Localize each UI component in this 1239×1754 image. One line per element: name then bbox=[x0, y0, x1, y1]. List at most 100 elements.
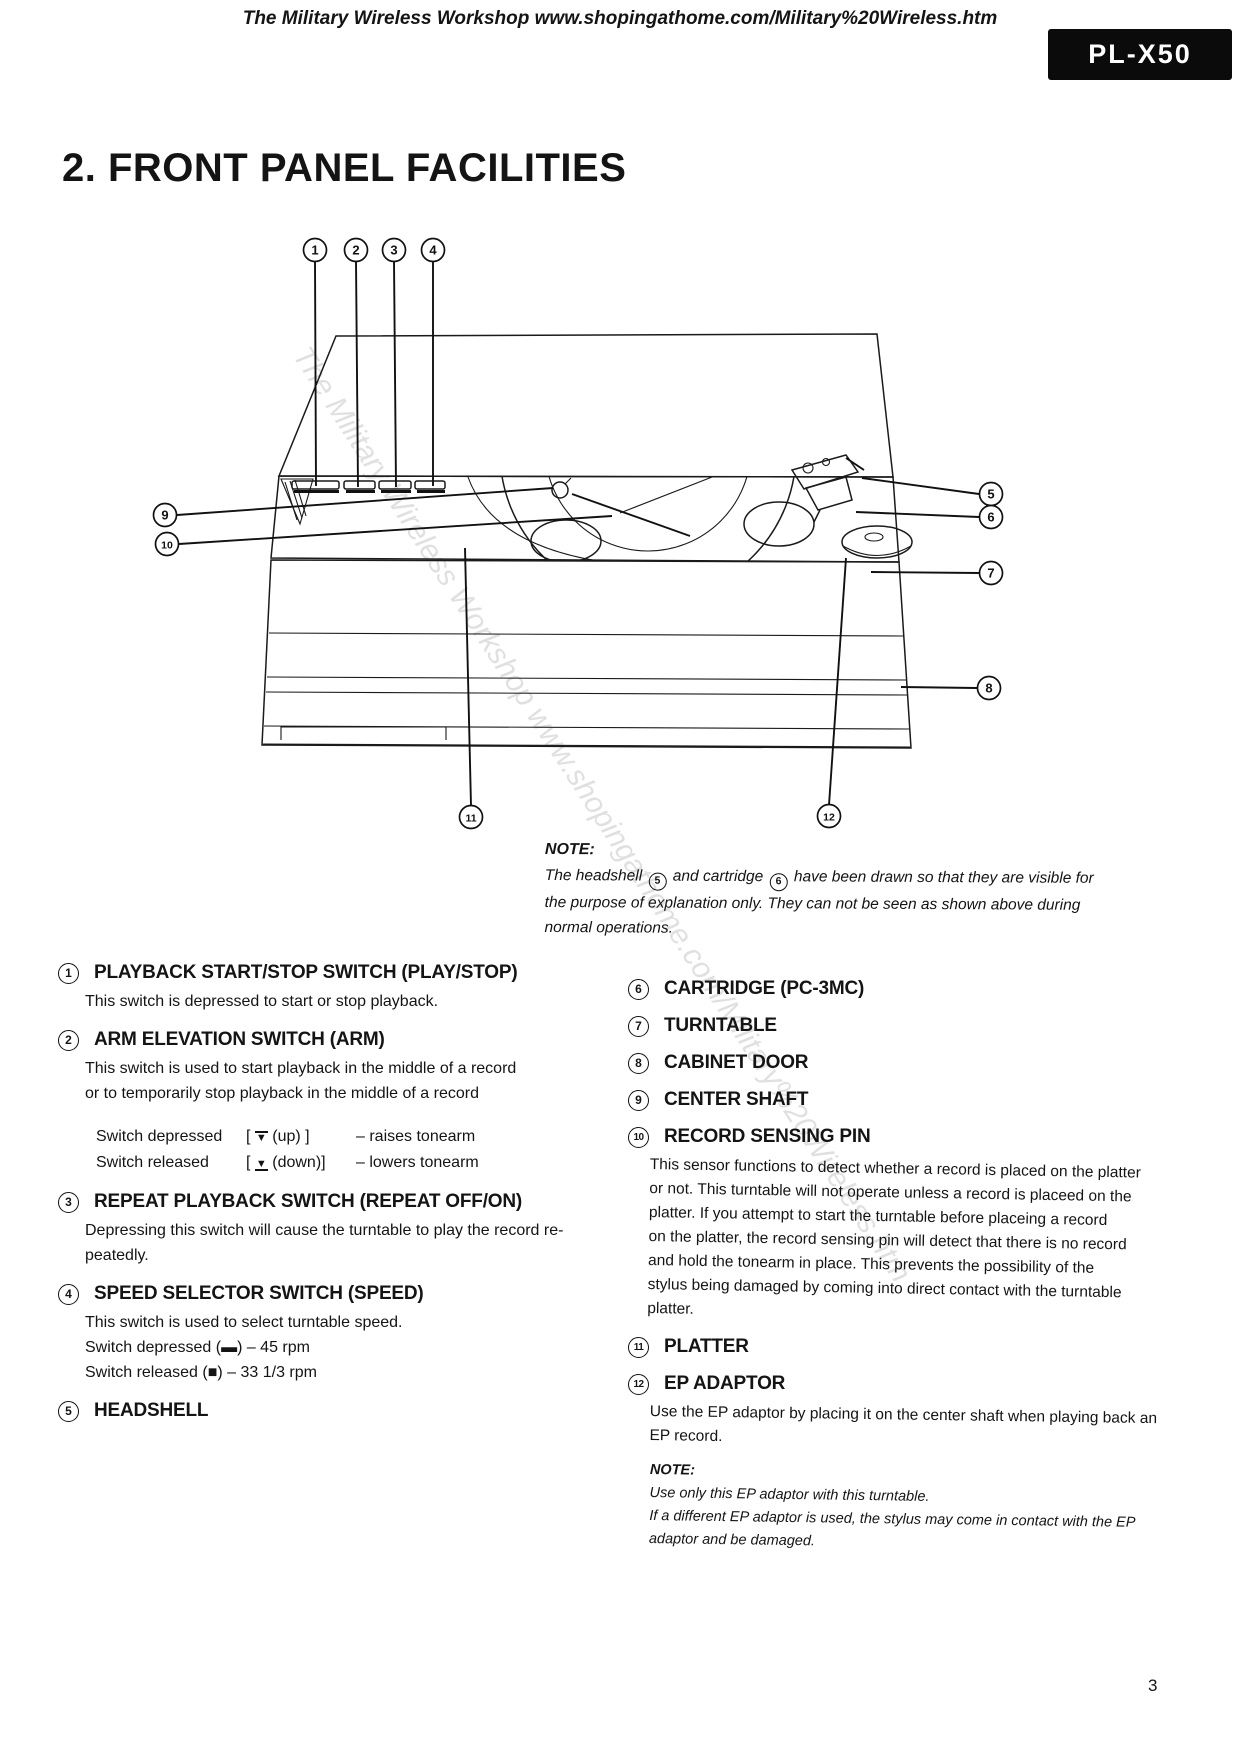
callout-number: 5 bbox=[987, 487, 994, 502]
switch-state: Switch depressed bbox=[96, 1128, 223, 1145]
callout-8: 8 bbox=[976, 675, 1002, 701]
diagram-note: NOTE: The headshell 5 and cartridge 6 ha… bbox=[544, 841, 1185, 943]
callout-number: 10 bbox=[161, 540, 173, 552]
facility-item-2: 2 ARM ELEVATION SWITCH (ARM) This switch i… bbox=[58, 1029, 588, 1176]
cabinet bbox=[261, 559, 912, 749]
headshell bbox=[790, 454, 865, 490]
note-line: the purpose of explanation only. They ca… bbox=[544, 893, 1081, 914]
facility-item-4: 4 SPEED SELECTOR SWITCH (SPEED) This switc… bbox=[58, 1283, 588, 1385]
item-title: TURNTABLE bbox=[664, 1015, 777, 1036]
note-line: normal operations. bbox=[544, 918, 673, 937]
item-heading: 4 SPEED SELECTOR SWITCH (SPEED) bbox=[58, 1283, 588, 1305]
model-badge: PL-X50 bbox=[1048, 29, 1232, 80]
callout-number: 8 bbox=[985, 681, 992, 696]
item-number: 12 bbox=[628, 1373, 649, 1395]
item-number: 10 bbox=[628, 1126, 649, 1148]
callout-number: 2 bbox=[352, 243, 359, 258]
item-title: ARM ELEVATION SWITCH (ARM) bbox=[94, 1029, 385, 1050]
callout-number: 4 bbox=[429, 243, 437, 258]
bracket: [ bbox=[246, 1154, 251, 1171]
body-line: Switch depressed (▬) – 45 rpm bbox=[85, 1339, 310, 1356]
body-line: Switch released (■) – 33 1/3 rpm bbox=[85, 1364, 317, 1381]
callout-10: 10 bbox=[154, 531, 180, 557]
item-title: SPEED SELECTOR SWITCH (SPEED) bbox=[94, 1283, 424, 1304]
facility-item-11: 11 PLATTER bbox=[628, 1336, 1188, 1358]
callout-2: 2 bbox=[343, 237, 369, 263]
item-number: 4 bbox=[58, 1283, 79, 1305]
items-column-left: 1 PLAYBACK START/STOP SWITCH (PLAY/STOP) T… bbox=[58, 962, 588, 1437]
switch-symbol-label: (up) ] bbox=[272, 1128, 310, 1145]
item-heading: 2 ARM ELEVATION SWITCH (ARM) bbox=[58, 1029, 588, 1051]
callout-number: 11 bbox=[465, 813, 476, 825]
item-title: REPEAT PLAYBACK SWITCH (REPEAT OFF/ON) bbox=[94, 1191, 522, 1212]
item-title: PLATTER bbox=[664, 1336, 749, 1357]
center-shaft bbox=[551, 481, 569, 499]
body-line: Depressing this switch will cause the tu… bbox=[85, 1222, 564, 1239]
switch-buttons bbox=[291, 480, 446, 493]
switch-result: – lowers tonearm bbox=[356, 1154, 479, 1171]
item-title: CARTRIDGE (PC-3MC) bbox=[664, 978, 865, 999]
item-note: NOTE:Use only this EP adaptor with this … bbox=[649, 1462, 1188, 1559]
note-line: The headshell 5 and cartridge 6 have bee… bbox=[545, 863, 1185, 893]
switch-position-table: Switch depressed[ ▼ (up) ]– raises tonea… bbox=[96, 1124, 588, 1176]
note-text: and cartridge bbox=[668, 867, 768, 886]
item-title: CABINET DOOR bbox=[664, 1052, 809, 1073]
switch-symbol: [ ▼ (down)] bbox=[246, 1150, 356, 1176]
item-title: HEADSHELL bbox=[94, 1400, 209, 1421]
callout-1: 1 bbox=[302, 237, 328, 263]
body-line: or to temporarily stop playback in the m… bbox=[85, 1085, 479, 1102]
callout-leaders bbox=[176, 260, 980, 807]
switch-row: Switch released[ ▼ (down)]– lowers tonea… bbox=[96, 1150, 588, 1176]
callout-6: 6 bbox=[978, 504, 1004, 530]
note-text: The headshell bbox=[544, 866, 647, 885]
item-body: This sensor functions to detect whether … bbox=[647, 1153, 1188, 1330]
callout-4: 4 bbox=[420, 237, 446, 263]
item-heading: 11 PLATTER bbox=[628, 1336, 1188, 1358]
callout-5: 5 bbox=[978, 481, 1004, 507]
record-sensing-pin bbox=[619, 476, 731, 514]
item-body: This switch is depressed to start or sto… bbox=[85, 989, 588, 1014]
item-number: 1 bbox=[58, 962, 79, 984]
item-heading: 3 REPEAT PLAYBACK SWITCH (REPEAT OFF/ON) bbox=[58, 1191, 588, 1213]
item-title: RECORD SENSING PIN bbox=[664, 1126, 871, 1147]
note-label: NOTE: bbox=[544, 841, 595, 859]
callout-number: 7 bbox=[987, 566, 994, 581]
item-number: 9 bbox=[628, 1089, 649, 1111]
callout-9: 9 bbox=[152, 502, 178, 528]
cartridge bbox=[804, 476, 853, 523]
item-title: PLAYBACK START/STOP SWITCH (PLAY/STOP) bbox=[94, 962, 518, 983]
facility-item-6: 6 CARTRIDGE (PC-3MC) bbox=[628, 978, 1188, 1000]
body-line: This switch is depressed to start or sto… bbox=[85, 993, 439, 1010]
item-number: 6 bbox=[628, 978, 649, 1000]
note-text: have been drawn so that they are visible… bbox=[789, 868, 1094, 887]
callout-number: 3 bbox=[390, 243, 397, 258]
deck-corner-hatch bbox=[280, 478, 314, 526]
switch-result: – raises tonearm bbox=[356, 1128, 476, 1145]
body-line: This switch is used to start playback in… bbox=[85, 1060, 517, 1077]
item-body: This switch is used to select turntable … bbox=[85, 1310, 588, 1385]
item-title: EP ADAPTOR bbox=[664, 1373, 786, 1394]
platter-outline bbox=[499, 476, 797, 562]
item-number: 11 bbox=[628, 1336, 649, 1358]
item-heading: 12 EP ADAPTOR bbox=[628, 1373, 1188, 1395]
tonearm bbox=[571, 493, 691, 537]
item-number: 2 bbox=[58, 1029, 79, 1051]
callout-3: 3 bbox=[381, 237, 407, 263]
body-line: This switch is used to select turntable … bbox=[85, 1314, 403, 1331]
note-label: NOTE: bbox=[649, 1462, 696, 1479]
facility-item-3: 3 REPEAT PLAYBACK SWITCH (REPEAT OFF/ON) D… bbox=[58, 1191, 588, 1268]
item-number: 3 bbox=[58, 1191, 79, 1213]
bracket: [ bbox=[246, 1128, 251, 1145]
turntable-lid bbox=[277, 333, 894, 478]
